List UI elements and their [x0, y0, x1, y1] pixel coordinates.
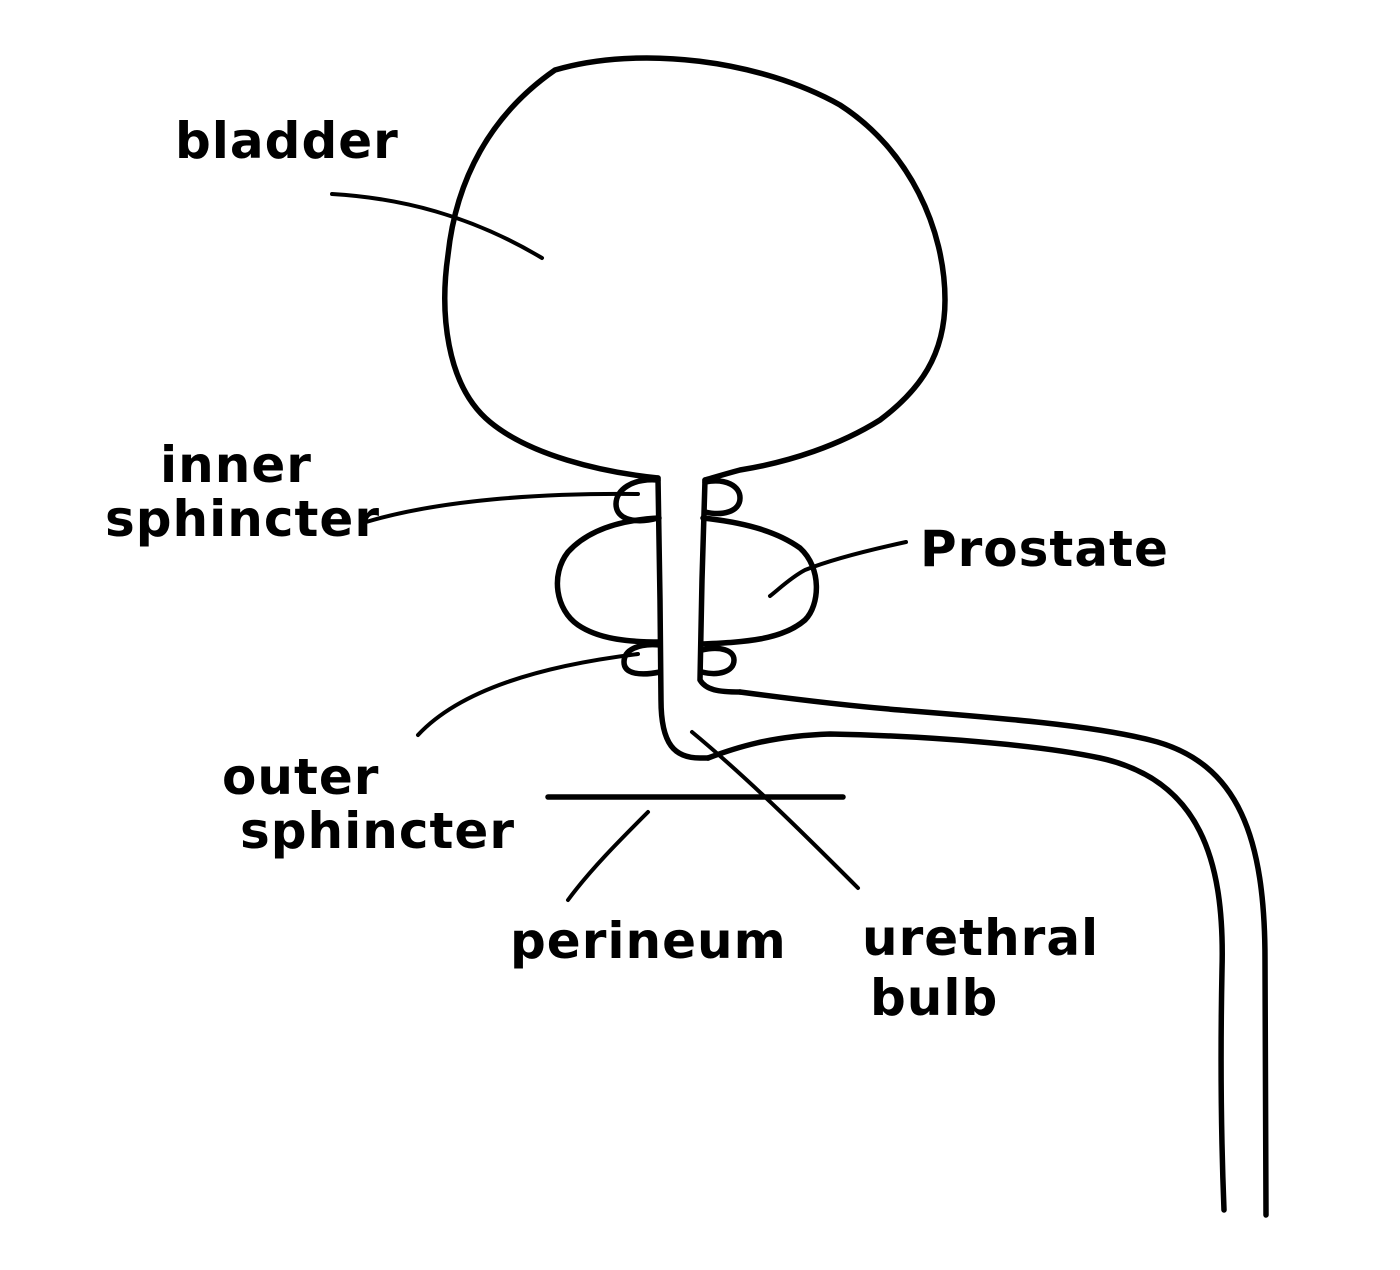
outer-sphincter-right [699, 645, 737, 677]
label-bulb-line1: urethral [862, 909, 1099, 967]
inner-sphincter-left [613, 477, 661, 524]
label-prostate: Prostate [920, 520, 1169, 578]
bladder-leader [330, 192, 544, 260]
perineum-leader [566, 810, 650, 902]
prostate-leader [768, 540, 908, 598]
outer-sphincter-leader [416, 652, 640, 737]
label-perineum: perineum [510, 912, 787, 970]
label-bulb-line2: bulb [870, 969, 998, 1027]
outer-sphincter-left [621, 641, 663, 677]
label-outer-line1: outer [222, 748, 379, 806]
inner-sphincter-right [702, 478, 743, 517]
penile-urethra-lower-wall [705, 731, 1227, 1213]
label-inner-line2: sphincter [105, 490, 380, 548]
bladder-outline [442, 55, 948, 483]
label-outer-line2: sphincter [240, 802, 515, 860]
penile-urethra-upper-wall [737, 689, 1269, 1218]
prostate-outline-right [700, 515, 820, 647]
label-inner-line1: inner [160, 436, 312, 494]
urethra-left-wall [655, 475, 711, 761]
inner-sphincter-leader [364, 491, 640, 524]
prostate-outline [554, 515, 663, 645]
label-bladder: bladder [175, 112, 399, 170]
urethral-bulb-leader [690, 730, 860, 890]
urethra-right-wall [697, 477, 743, 695]
